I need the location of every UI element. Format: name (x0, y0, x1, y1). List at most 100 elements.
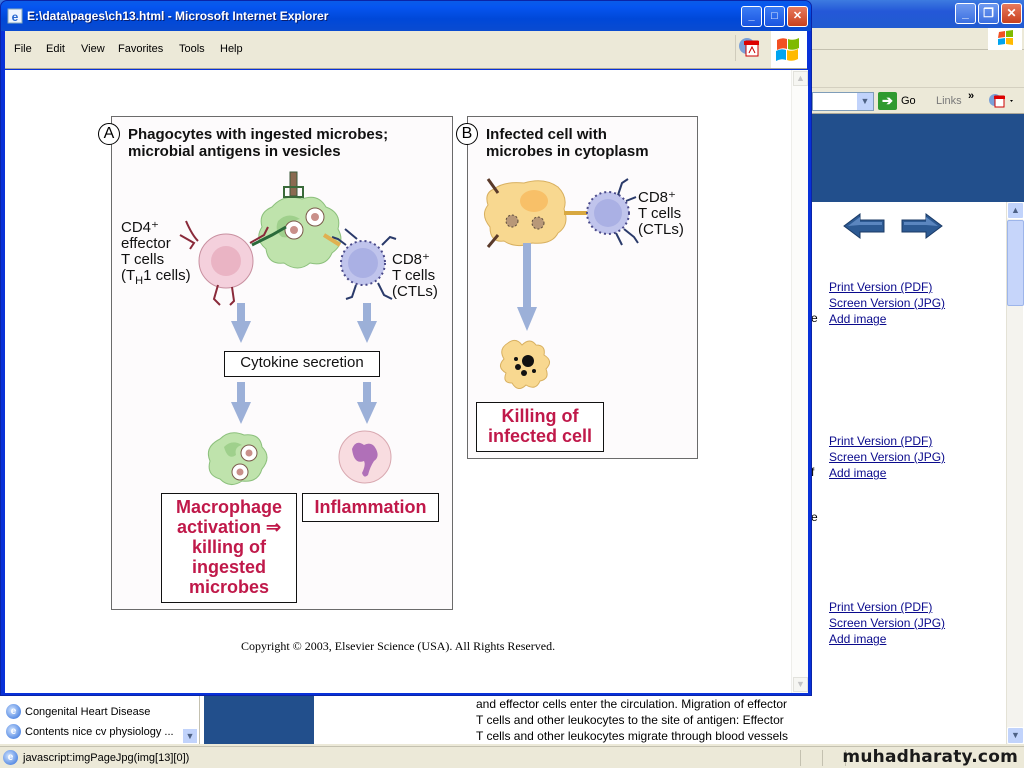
status-divider (822, 750, 823, 766)
popup-ie-window: e E:\data\pages\ch13.html - Microsoft In… (0, 0, 812, 696)
favorite-item[interactable]: e Contents nice cv physiology ... (6, 724, 174, 739)
panel-a-letter: A (98, 123, 120, 145)
page-header-banner (812, 114, 1024, 202)
panel-b-title-line: microbes in cytoplasm (486, 143, 649, 160)
ie-status-icon: e (3, 750, 18, 765)
outcome-line: ingested (191, 557, 266, 577)
cd8-t-cell-icon (322, 228, 397, 300)
cd4-label-line: effector (121, 235, 171, 252)
cd8-label-line: CD8⁺ (638, 189, 676, 206)
popup-titlebar[interactable]: e E:\data\pages\ch13.html - Microsoft In… (1, 1, 811, 31)
pdf-icon[interactable] (735, 35, 765, 61)
menu-help[interactable]: Help (220, 43, 243, 55)
outcome-line: Macrophage (175, 497, 283, 517)
maximize-button[interactable]: □ (764, 6, 785, 27)
outcome-line: killing of (192, 537, 266, 557)
print-version-link[interactable]: Print Version (PDF) (829, 434, 933, 448)
menu-file[interactable]: File (14, 43, 32, 55)
cd8-ctl-cell-icon (586, 178, 639, 246)
print-version-link[interactable]: Print Version (PDF) (829, 280, 933, 294)
inflammation-box: Inflammation (302, 493, 439, 522)
cd8-label-line: CD8⁺ (392, 251, 430, 268)
page-sidebar-banner (204, 690, 314, 744)
add-image-link[interactable]: Add image (829, 466, 887, 480)
add-image-link[interactable]: Add image (829, 312, 887, 326)
cd4-label-line: CD4⁺ (121, 219, 159, 236)
screen-version-link[interactable]: Screen Version (JPG) (829, 450, 946, 464)
previous-arrow-icon[interactable] (842, 212, 886, 240)
go-button[interactable]: ➔ Go (878, 92, 916, 110)
scroll-thumb[interactable] (1007, 220, 1024, 306)
scroll-down-icon[interactable]: ▼ (1007, 727, 1024, 744)
menu-edit[interactable]: Edit (46, 43, 65, 55)
scroll-up-icon[interactable]: ▲ (1007, 202, 1024, 219)
bg-close-button[interactable]: ✕ (1001, 3, 1022, 24)
next-arrow-icon[interactable] (900, 212, 944, 240)
bg-minimize-button[interactable]: _ (955, 3, 976, 24)
menu-tools[interactable]: Tools (179, 43, 205, 55)
macrophage-apc-cell-icon (258, 171, 342, 269)
outcome-line: microbes (188, 577, 270, 597)
image-links-group: Print Version (PDF) Screen Version (JPG)… (829, 433, 945, 481)
panel-b-letter: B (456, 123, 478, 145)
body-text-line: T cells and other leukocytes to the site… (476, 713, 784, 727)
panel-b-title-line: Infected cell with (486, 126, 607, 143)
ie-logo-icon: e (7, 8, 23, 24)
ie-page-icon: e (6, 704, 21, 719)
image-links-group: Print Version (PDF) Screen Version (JPG)… (829, 599, 945, 647)
outcome-line: activation ⇒ (176, 517, 282, 537)
cd4-label-line: (TH1 cells) (121, 268, 191, 289)
go-label: Go (901, 95, 916, 107)
watermark: muhadharaty.com (842, 747, 1018, 767)
cd8-label-line: T cells (392, 267, 436, 284)
window-title: E:\data\pages\ch13.html - Microsoft Inte… (27, 9, 329, 23)
figure-panel-a: A Phagocytes with ingested microbes; mic… (98, 116, 453, 610)
panel-b-illustration (484, 178, 639, 389)
status-divider (800, 750, 801, 766)
cd8-label-line: (CTLs) (638, 221, 684, 238)
ie-page-icon: e (6, 724, 21, 739)
favorite-item[interactable]: e Congenital Heart Disease (6, 704, 150, 719)
label-part: 1 cells) (143, 267, 191, 284)
menu-favorites[interactable]: Favorites (118, 43, 164, 55)
clipped-text: e (811, 510, 818, 524)
links-label[interactable]: Links (936, 95, 962, 107)
panel-a-illustration (179, 171, 397, 485)
minimize-button[interactable]: _ (741, 6, 762, 27)
close-button[interactable]: ✕ (787, 6, 808, 27)
scroll-up-icon[interactable]: ▲ (793, 71, 808, 86)
bg-restore-button[interactable]: ❐ (978, 3, 999, 24)
popup-vertical-scrollbar[interactable]: ▲ ▼ (791, 70, 808, 693)
neutrophil-icon (338, 430, 392, 484)
status-divider (845, 750, 846, 766)
scroll-down-icon[interactable]: ▼ (793, 677, 808, 692)
bg-vertical-scrollbar[interactable]: ▲ ▼ (1006, 202, 1024, 744)
pdf-toolbar-icon[interactable] (988, 92, 1016, 110)
favorite-label: Congenital Heart Disease (25, 705, 151, 718)
activated-macrophage-icon (207, 432, 268, 485)
address-dropdown-icon[interactable]: ▼ (857, 93, 873, 110)
print-version-link[interactable]: Print Version (PDF) (829, 600, 933, 614)
menu-view[interactable]: View (81, 43, 105, 55)
body-text-line: and effector cells enter the circulation… (476, 697, 788, 711)
favorites-scroll-down-icon[interactable]: ▼ (182, 728, 198, 744)
screen-version-link[interactable]: Screen Version (JPG) (829, 616, 946, 630)
address-input[interactable]: ▼ (812, 92, 874, 111)
flow-arrows (231, 303, 377, 424)
nav-arrows (842, 212, 944, 240)
svg-text:e: e (12, 10, 19, 24)
go-arrow-icon: ➔ (878, 92, 897, 110)
windows-logo-icon (988, 28, 1022, 50)
popup-content: A Phagocytes with ingested microbes; mic… (5, 70, 808, 693)
clipped-text: f (811, 465, 815, 479)
add-image-link[interactable]: Add image (829, 632, 887, 646)
panel-b-title: Infected cell with microbes in cytoplasm (486, 126, 649, 160)
outcome-line: infected cell (487, 426, 593, 446)
panel-a-title: Phagocytes with ingested microbes; micro… (128, 126, 388, 160)
dying-cell-icon (500, 339, 550, 389)
body-text-line: T cells and other leukocytes migrate thr… (476, 729, 788, 743)
cytokine-secretion-box: Cytokine secretion (224, 351, 380, 377)
screen-version-link[interactable]: Screen Version (JPG) (829, 296, 946, 310)
links-chevron-icon[interactable]: » (968, 90, 975, 102)
favorite-label: Contents nice cv physiology ... (25, 725, 174, 738)
